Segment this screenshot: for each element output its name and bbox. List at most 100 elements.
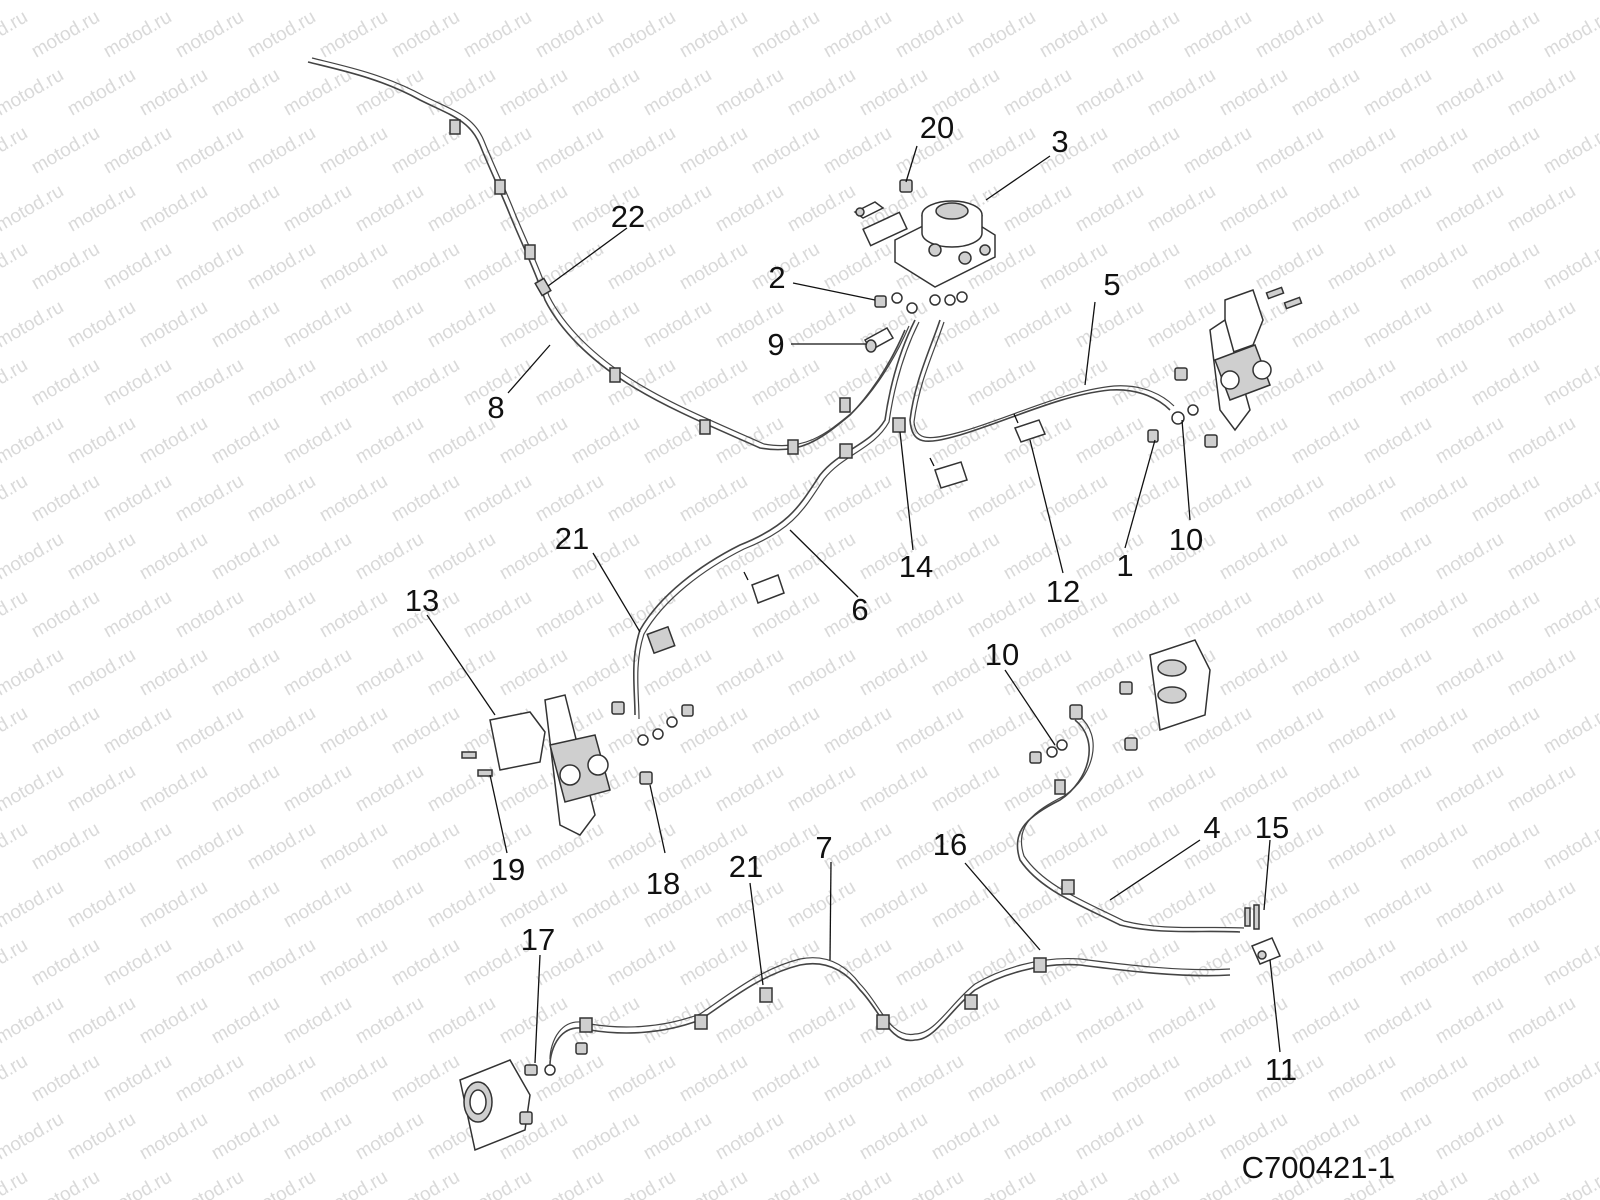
watermark-text: motod.ru — [0, 645, 67, 701]
watermark-text: motod.ru — [100, 7, 175, 63]
watermark-text: motod.ru — [280, 297, 355, 353]
watermark-text: motod.ru — [568, 413, 643, 469]
watermark-text: motod.ru — [172, 1167, 247, 1200]
line-clips — [449, 119, 1075, 1033]
watermark-text: motod.ru — [100, 1051, 175, 1107]
watermark-text: motod.ru — [1324, 1051, 1399, 1107]
watermark-text: motod.ru — [100, 587, 175, 643]
watermark-text: motod.ru — [352, 761, 427, 817]
clip-6a — [839, 443, 853, 459]
watermark-text: motod.ru — [316, 703, 391, 759]
watermark-text: motod.ru — [784, 1109, 859, 1165]
watermark-text: motod.ru — [244, 239, 319, 295]
watermark-text: motod.ru — [604, 1051, 679, 1107]
watermark-text: motod.ru — [208, 65, 283, 121]
watermark-text: motod.ru — [208, 1109, 283, 1165]
watermark-text: motod.ru — [604, 7, 679, 63]
watermark-text: motod.ru — [1504, 65, 1579, 121]
watermark-text: motod.ru — [280, 413, 355, 469]
watermark-text: motod.ru — [748, 123, 823, 179]
watermark-text: motod.ru — [676, 7, 751, 63]
watermark-text: motod.ru — [964, 471, 1039, 527]
leader-lines — [426, 145, 1281, 1064]
watermark-text: motod.ru — [0, 935, 31, 991]
callout-22: 22 — [611, 199, 645, 234]
watermark-text: motod.ru — [856, 1109, 931, 1165]
callout-4: 4 — [1203, 810, 1220, 845]
watermark-text: motod.ru — [1396, 1051, 1471, 1107]
watermark-text: motod.ru — [604, 123, 679, 179]
clip-8g — [839, 397, 851, 413]
watermark-text: motod.ru — [1144, 297, 1219, 353]
watermark-text: motod.ru — [1252, 239, 1327, 295]
watermark-text: motod.ru — [0, 297, 67, 353]
watermark-text: motod.ru — [172, 703, 247, 759]
watermark-text: motod.ru — [172, 7, 247, 63]
watermark-text: motod.ru — [352, 1109, 427, 1165]
watermark-text: motod.ru — [280, 761, 355, 817]
watermark-text: motod.ru — [352, 413, 427, 469]
watermark-text: motod.ru — [1072, 993, 1147, 1049]
watermark-text: motod.ru — [712, 761, 787, 817]
watermark-text: motod.ru — [1396, 819, 1471, 875]
watermark-text: motod.ru — [1216, 181, 1291, 237]
watermark-text: motod.ru — [1000, 65, 1075, 121]
watermark-text: motod.ru — [352, 529, 427, 585]
watermark-text: motod.ru — [388, 471, 463, 527]
watermark-text: motod.ru — [820, 1167, 895, 1200]
watermark-text: motod.ru — [1144, 181, 1219, 237]
callout-14: 14 — [899, 549, 933, 584]
watermark-text: motod.ru — [100, 935, 175, 991]
watermark-text: motod.ru — [1540, 7, 1600, 63]
clip-7e — [694, 1014, 708, 1030]
clip-14 — [892, 417, 906, 433]
watermark-text: motod.ru — [388, 703, 463, 759]
clip-8b — [494, 179, 506, 195]
watermark-text: motod.ru — [1180, 471, 1255, 527]
watermark-text: motod.ru — [1108, 123, 1183, 179]
watermark-text: motod.ru — [748, 239, 823, 295]
watermark-text: motod.ru — [1504, 761, 1579, 817]
watermark-text: motod.ru — [1072, 645, 1147, 701]
watermark-text: motod.ru — [1324, 355, 1399, 411]
junction-block — [1244, 904, 1282, 965]
clip-7c — [876, 1014, 890, 1030]
watermark-text: motod.ru — [1216, 993, 1291, 1049]
watermark-text: motod.ru — [604, 471, 679, 527]
watermark-text: motod.ru — [316, 355, 391, 411]
callout-2: 2 — [768, 260, 785, 295]
watermark-text: motod.ru — [0, 413, 67, 469]
watermark-text: motod.ru — [676, 1167, 751, 1200]
watermark-text: motod.ru — [1180, 123, 1255, 179]
watermark-text: motod.ru — [1324, 703, 1399, 759]
watermark-text: motod.ru — [1288, 761, 1363, 817]
watermark-text: motod.ru — [244, 703, 319, 759]
watermark-text: motod.ru — [1216, 0, 1291, 4]
callout-13: 13 — [405, 583, 439, 618]
watermark-text: motod.ru — [208, 645, 283, 701]
watermark-text: motod.ru — [1360, 65, 1435, 121]
watermark-text: motod.ru — [208, 529, 283, 585]
watermark-text: motod.ru — [352, 645, 427, 701]
watermark-text: motod.ru — [424, 181, 499, 237]
watermark-text: motod.ru — [1108, 1051, 1183, 1107]
watermark-text: motod.ru — [100, 1167, 175, 1200]
brake-line-8-b — [311, 57, 910, 447]
watermark-text: motod.ru — [820, 1051, 895, 1107]
watermark-text: motod.ru — [1036, 1167, 1111, 1200]
watermark-text: motod.ru — [1396, 7, 1471, 63]
watermark-text: motod.ru — [1360, 993, 1435, 1049]
watermark-text: motod.ru — [1252, 7, 1327, 63]
watermark-text: motod.ru — [64, 993, 139, 1049]
clip-7d — [759, 987, 773, 1003]
watermark-text: motod.ru — [316, 7, 391, 63]
watermark-text: motod.ru — [0, 7, 31, 63]
watermark-text: motod.ru — [1324, 935, 1399, 991]
watermark-text: motod.ru — [856, 0, 931, 4]
watermark-text: motod.ru — [1540, 1051, 1600, 1107]
watermark-text: motod.ru — [388, 7, 463, 63]
watermark-text: motod.ru — [676, 935, 751, 991]
clamp-12 — [1013, 419, 1047, 443]
callout-15: 15 — [1255, 810, 1289, 845]
watermark-text: motod.ru — [1072, 529, 1147, 585]
